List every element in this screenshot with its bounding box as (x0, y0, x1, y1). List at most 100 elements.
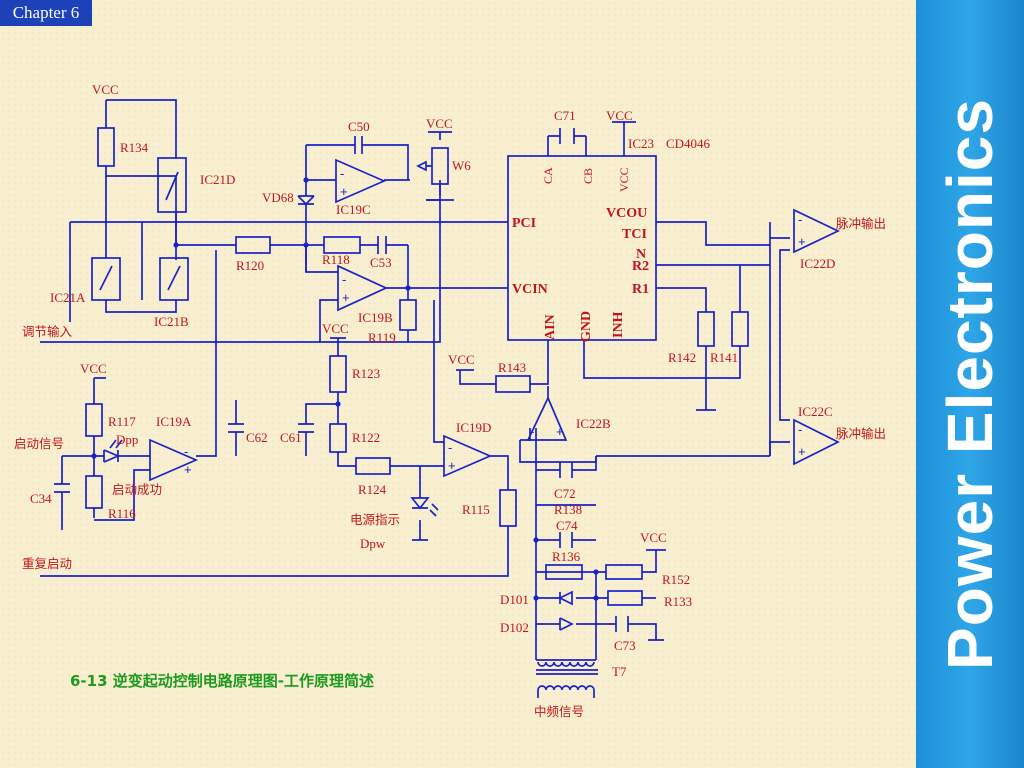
pin-pci: PCI (512, 216, 536, 231)
chenggong-label: 启动成功 (112, 482, 162, 497)
svg-text:-: - (184, 444, 188, 459)
svg-text:+: + (798, 234, 806, 249)
r141-label: R141 (710, 350, 738, 365)
r152-label: R152 (662, 572, 690, 587)
dpp-led (103, 439, 123, 463)
c73-capacitor (615, 616, 629, 632)
svg-text:-: - (448, 440, 452, 455)
components: -+ -+ -+ -+ -+ -+ -+ (54, 121, 840, 698)
ic19c-opamp (335, 158, 387, 204)
vcc-r152-label: VCC (640, 530, 667, 545)
c50-capacitor (345, 136, 372, 154)
vd68-diode (297, 195, 315, 206)
r138-label: R138 (554, 502, 582, 517)
r133-resistor (607, 590, 643, 606)
ic19a-label: IC19A (156, 414, 192, 429)
ic22d-label: IC22D (800, 256, 835, 271)
dpw-label: Dpw (360, 536, 386, 551)
r123-label: R123 (352, 366, 380, 381)
dpp-label: Dpp (116, 432, 138, 447)
c72-capacitor (559, 462, 573, 478)
zhongpin-label: 中频信号 (534, 704, 584, 719)
dpw-led (410, 497, 439, 517)
wires (40, 99, 790, 660)
ic19d-label: IC19D (456, 420, 491, 435)
w6-label: W6 (452, 158, 471, 173)
svg-text:+: + (342, 290, 350, 305)
pin-tci: TCI (622, 227, 647, 242)
ic21a-switch (91, 257, 121, 301)
r133-label: R133 (664, 594, 692, 609)
c72-label: C72 (554, 486, 576, 501)
svg-text:-: - (340, 166, 344, 181)
r118-label: R118 (322, 252, 350, 267)
t7-transformer (536, 659, 598, 698)
r117-label: R117 (108, 414, 136, 429)
ic19c-label: IC19C (336, 202, 371, 217)
svg-text:+: + (798, 444, 806, 459)
r119-label: R119 (368, 330, 396, 345)
r116-label: R116 (108, 506, 136, 521)
pin-ca: CA (541, 167, 555, 184)
c62-label: C62 (246, 430, 268, 445)
qidong-label: 启动信号 (14, 436, 64, 451)
vcc-r123-label: VCC (322, 321, 349, 336)
tiaojie-label: 调节输入 (22, 324, 73, 339)
c34-capacitor (54, 483, 70, 493)
d102-diode (559, 617, 574, 631)
figure-caption: 6-13 逆变起动控制电路原理图-工作原理简述 (70, 672, 374, 690)
pin-ain: AIN (543, 314, 558, 340)
c73-label: C73 (614, 638, 636, 653)
ic22d-opamp (793, 208, 840, 254)
ic22b-opamp (526, 395, 568, 441)
pin-inh: INH (611, 311, 626, 338)
labels: VCC R134 IC21D IC21A IC21B 调节输入 C50 VCC … (14, 82, 886, 719)
pin-gnd: GND (579, 311, 594, 342)
chapter-tab: Chapter 6 (0, 0, 92, 26)
c53-label: C53 (370, 255, 392, 270)
r143-label: R143 (498, 360, 526, 375)
r118-resistor (323, 236, 361, 254)
d101-label: D101 (500, 592, 529, 607)
r123-resistor (329, 355, 347, 393)
svg-text:+: + (184, 462, 192, 477)
r134-resistor (97, 127, 115, 167)
c62-capacitor (228, 423, 244, 433)
t7-label: T7 (612, 664, 627, 679)
r120-resistor (235, 236, 271, 254)
pin-n: N (636, 247, 646, 262)
r115-label: R115 (462, 502, 490, 517)
pin-r2: R2 (632, 259, 649, 274)
r124-resistor (355, 457, 391, 475)
vcc-label: VCC (92, 82, 119, 97)
r152-resistor (605, 564, 643, 580)
svg-text:+: + (556, 424, 564, 439)
svg-text:-: - (798, 422, 802, 437)
pin-vcin: VCIN (512, 282, 548, 297)
r116-resistor (85, 475, 103, 509)
chongfu-label: 重复启动 (22, 556, 72, 571)
pin-vcc: VCC (617, 167, 631, 192)
svg-text:-: - (530, 424, 534, 439)
vcc-w6-label: VCC (426, 116, 453, 131)
ic22b-label: IC22B (576, 416, 611, 431)
d102-label: D102 (500, 620, 529, 635)
w6-potentiometer (431, 147, 449, 185)
r143-resistor (495, 375, 531, 393)
c50-label: C50 (348, 119, 370, 134)
ic21a-label: IC21A (50, 290, 86, 305)
svg-text:-: - (342, 272, 346, 287)
ic21b-label: IC21B (154, 314, 189, 329)
ic19b-label: IC19B (358, 310, 393, 325)
ic21d-switch (157, 157, 187, 213)
cd4046-label: CD4046 (666, 136, 711, 151)
ic21b-switch (159, 257, 189, 301)
r141-resistor (731, 311, 749, 347)
side-band (916, 0, 1024, 768)
r115-resistor (499, 489, 517, 527)
r117-resistor (85, 403, 103, 437)
r142-resistor (697, 311, 715, 347)
ic23-label: IC23 (628, 136, 654, 151)
vcc-ic23-label: VCC (606, 108, 633, 123)
